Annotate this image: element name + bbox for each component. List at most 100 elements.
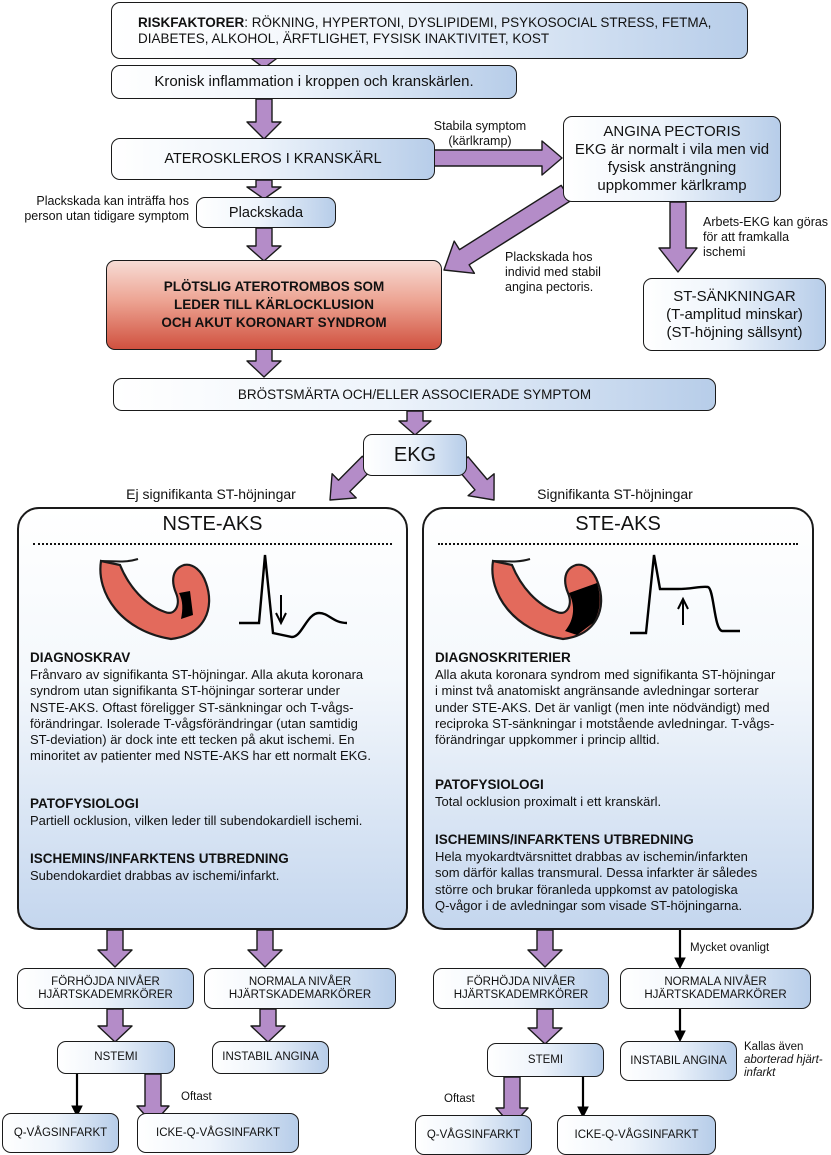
plaque-note-right: Plackskada hos individ med stabil angina… — [505, 250, 601, 294]
nste-diagnosis-line: syndrom utan signifikanta ST-höjningar s… — [30, 683, 340, 699]
nste-elevated-markers-box: FÖRHÖJDA NIVÅER HJÄRTSKADEMRKÖRER — [17, 968, 194, 1009]
arrow-angina-to-st-depression — [658, 201, 698, 273]
ecg-st-elevation-icon — [630, 554, 740, 635]
nste-extent-heading: ISCHEMINS/INFARKTENS UTBREDNING — [30, 851, 289, 866]
nste-q-wave-box: Q-VÅGSINFARKT — [2, 1113, 119, 1153]
stemi-box: STEMI — [487, 1043, 604, 1077]
inflammation-box: Kronisk inflammation i kroppen och krans… — [111, 65, 517, 99]
arrow-normal-to-unstable — [250, 1008, 286, 1043]
ste-aks-panel: STE-AKS DIAGNOSKRITERIER Alla akuta koro… — [422, 507, 814, 930]
ste-q-wave-text: Q-VÅGSINFARKT — [426, 1128, 521, 1141]
ste-normal-line-1: NORMALA NIVÅER — [664, 975, 767, 988]
angina-box: ANGINA PECTORIS EKG är normalt i vila me… — [563, 116, 781, 202]
exercise-ekg-note: Arbets-EKG kan göras för att framkalla i… — [703, 215, 829, 259]
nste-pathophysiology-line: Partiell ocklusion, vilken leder till su… — [30, 813, 363, 829]
nste-oftast-label: Oftast — [181, 1091, 212, 1103]
ste-elevated-markers-box: FÖRHÖJDA NIVÅER HJÄRTSKADEMRKÖRER — [433, 968, 609, 1009]
ste-pathophysiology-heading: PATOFYSIOLOGI — [435, 777, 544, 792]
symptoms-box: BRÖSTSMÄRTA OCH/ELLER ASSOCIERADE SYMPTO… — [113, 378, 716, 411]
acute-line-2: LEDER TILL KÄRLOCKLUSION — [174, 297, 374, 312]
arrow-ste-to-elevated — [527, 929, 563, 968]
nste-diagnosis-line: minoritet av patienter med NSTE-AKS har … — [30, 748, 372, 764]
ecg-st-depression-icon — [239, 554, 348, 639]
acute-coronary-box: PLÖTSLIG ATEROTROMBOS SOM LEDER TILL KÄR… — [106, 260, 442, 350]
inflammation-text: Kronisk inflammation i kroppen och krans… — [154, 73, 474, 90]
ste-extent-heading: ISCHEMINS/INFARKTENS UTBREDNING — [435, 832, 694, 847]
very-rare-label: Mycket ovanligt — [690, 942, 770, 954]
risk-factors-text: : RÖKNING, HYPERTONI, DYSLIPIDEMI, PSYKO… — [138, 14, 712, 46]
ste-diagnosis-section: DIAGNOSKRITERIER Alla akuta koronara syn… — [435, 650, 810, 748]
arrow-nste-to-elevated — [97, 929, 133, 968]
ste-diagnosis-heading: DIAGNOSKRITERIER — [435, 650, 571, 665]
nstemi-text: NSTEMI — [94, 1051, 138, 1063]
ste-elevated-line-1: FÖRHÖJDA NIVÅER — [466, 975, 576, 988]
st-depression-line-1: (T-amplitud minskar) — [666, 305, 803, 323]
acute-line-1: PLÖTSLIG ATEROTROMBOS SOM — [163, 279, 385, 294]
arrow-angina-to-acute — [443, 184, 572, 274]
right-branch-label: Signifikanta ST-höjningar — [537, 486, 693, 502]
angina-title: ANGINA PECTORIS — [603, 123, 741, 140]
atherosclerosis-text: ATEROSKLEROS I KRANSKÄRL — [164, 151, 382, 167]
ste-non-q-wave-box: ICKE-Q-VÅGSINFARKT — [557, 1115, 716, 1155]
ste-extent-line: Q-vågor i de avledningar som visade ST-h… — [435, 897, 743, 913]
heart-transmural-icon — [491, 558, 603, 641]
arrow-elevated-to-nstemi — [97, 1008, 133, 1043]
ste-q-wave-box: Q-VÅGSINFARKT — [415, 1115, 532, 1155]
ste-oftast-label: Oftast — [444, 1093, 475, 1105]
ste-extent-section: ISCHEMINS/INFARKTENS UTBREDNING Hela myo… — [435, 832, 810, 914]
nste-diagnosis-line: NSTE-AKS. Oftast föreligger ST-sänkninga… — [30, 699, 354, 715]
ste-aks-title: STE-AKS — [575, 513, 661, 535]
angina-text: EKG är normalt i vila men vid fysisk ans… — [574, 141, 770, 194]
nste-normal-line-1: NORMALA NIVÅER — [248, 975, 352, 988]
atherosclerosis-box: ATEROSKLEROS I KRANSKÄRL — [111, 138, 435, 180]
ste-unstable-angina-text: INSTABIL ANGINA — [630, 1054, 727, 1067]
arrow-inflammation-to-atherosclerosis — [246, 98, 282, 140]
aborted-line-1: Kallas även — [744, 1041, 804, 1053]
aborted-note: Kallas även aborterad hjärt- infarkt — [744, 1041, 830, 1080]
arrow-atherosclerosis-to-plaque — [246, 179, 282, 200]
ste-diagnosis-line: under STE-AKS. Det är vanligt (men inte … — [435, 699, 770, 715]
nste-unstable-angina-text: INSTABIL ANGINA — [222, 1051, 319, 1063]
risk-factors-box: RISKFAKTORER: RÖKNING, HYPERTONI, DYSLIP… — [111, 2, 748, 59]
nste-normal-markers-box: NORMALA NIVÅER HJÄRTSKADEMARKÖRER — [204, 968, 396, 1009]
ekg-text: EKG — [393, 443, 437, 466]
ste-diagnosis-line: reciproka ST-sänkningar i motstående avl… — [435, 715, 775, 731]
plaque-note-left: Plackskada kan inträffa hos person utan … — [24, 194, 189, 223]
nste-non-q-wave-text: ICKE-Q-VÅGSINFARKT — [156, 1126, 280, 1139]
nste-aks-panel: NSTE-AKS DIAGNOSKRAV Frånvaro av signifi… — [17, 507, 408, 930]
st-depression-title: ST-SÄNKNINGAR — [673, 287, 796, 305]
nste-non-q-wave-box: ICKE-Q-VÅGSINFARKT — [137, 1113, 299, 1153]
arrow-symptoms-to-ekg — [398, 410, 432, 436]
ste-pathophysiology-section: PATOFYSIOLOGI Total ocklusion proximalt … — [435, 777, 810, 810]
nste-aks-title: NSTE-AKS — [162, 513, 263, 535]
arrow-nstemi-to-q-wave — [71, 1074, 83, 1118]
st-depression-line-2: (ST-höjning sällsynt) — [666, 323, 803, 341]
ste-diagnosis-line: i minst två anatomiskt angränsande avled… — [435, 683, 759, 699]
nste-pathophysiology-section: PATOFYSIOLOGI Partiell ocklusion, vilken… — [30, 796, 405, 829]
stemi-text: STEMI — [527, 1053, 564, 1066]
ste-extent-line: som därför kallas transmural. Dessa infa… — [435, 865, 758, 881]
arrow-atherosclerosis-to-angina — [433, 140, 563, 176]
aborted-line-3: infarkt — [744, 1067, 776, 1079]
nste-diagnosis-line: Frånvaro av signifikanta ST-höjningar. A… — [30, 667, 364, 683]
ste-non-q-wave-text: ICKE-Q-VÅGSINFARKT — [574, 1128, 699, 1141]
left-branch-label: Ej signifikanta ST-höjningar — [126, 486, 296, 502]
arrow-elevated-to-stemi — [527, 1008, 563, 1045]
ste-extent-line: Hela myokardtvärsnittet drabbas av ische… — [435, 849, 748, 865]
arrow-nste-to-normal — [247, 929, 283, 968]
risk-factors-heading: RISKFAKTORER — [138, 14, 245, 30]
st-depression-box: ST-SÄNKNINGAR (T-amplitud minskar) (ST-h… — [643, 278, 826, 351]
nste-diagnosis-section: DIAGNOSKRAV Frånvaro av signifikanta ST-… — [30, 650, 405, 764]
arrow-plaque-to-acute — [246, 227, 282, 262]
nste-elevated-line-2: HJÄRTSKADEMRKÖRER — [38, 988, 173, 1001]
aborted-line-2: aborterad hjärt- — [744, 1054, 823, 1066]
symptoms-text: BRÖSTSMÄRTA OCH/ELLER ASSOCIERADE SYMPTO… — [237, 387, 592, 402]
ste-divider — [438, 543, 798, 545]
ste-normal-line-2: HJÄRTSKADEMARKÖRER — [644, 988, 787, 1001]
nste-q-wave-text: Q-VÅGSINFARKT — [13, 1126, 108, 1139]
arrow-normal-to-unstable-right — [674, 1009, 686, 1043]
heart-subendocardial-icon — [99, 558, 211, 641]
nste-diagnosis-heading: DIAGNOSKRAV — [30, 650, 131, 665]
arrow-stemi-to-non-q — [577, 1077, 589, 1119]
nste-elevated-line-1: FÖRHÖJDA NIVÅER — [51, 975, 160, 988]
